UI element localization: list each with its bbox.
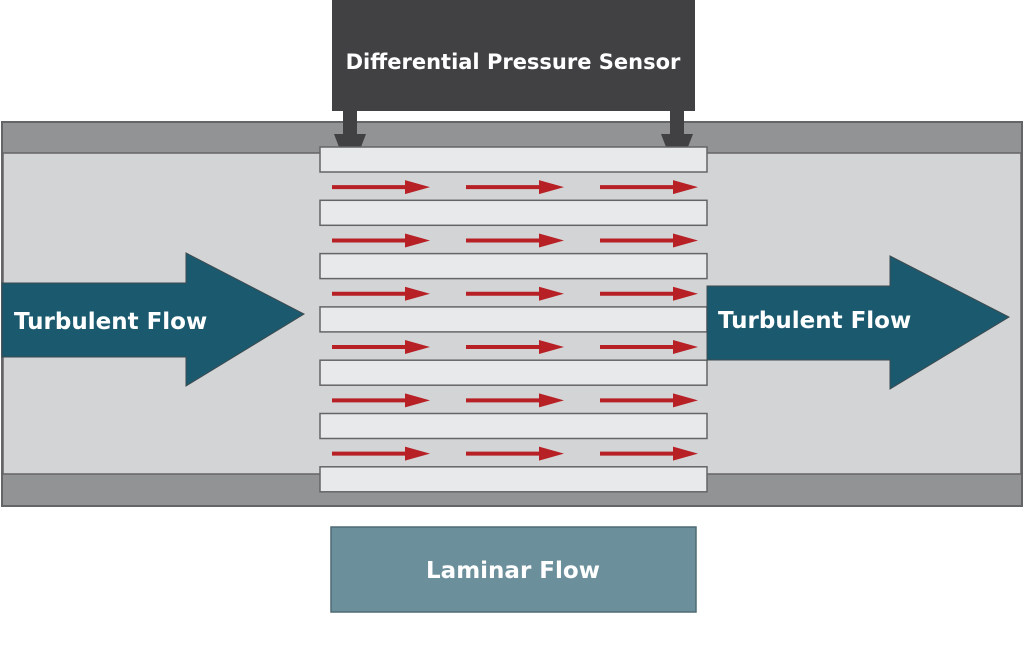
laminar-flow-arrows	[332, 180, 698, 461]
sensor-tap-right	[661, 110, 693, 147]
flow-arrow	[466, 286, 564, 301]
laminar-box-shape	[330, 526, 697, 613]
plate	[319, 359, 708, 386]
laminar-box-label: Laminar Flow	[426, 558, 600, 584]
laminar-element-plates	[319, 146, 708, 493]
plate	[319, 306, 708, 333]
flow-arrow	[600, 446, 698, 461]
flow-arrow	[332, 340, 430, 355]
plate	[319, 412, 708, 440]
inlet-turbulent-arrow: Turbulent Flow	[1, 252, 306, 387]
sensor-tap-left	[334, 110, 366, 147]
differential-pressure-sensor: Differential Pressure Sensor	[332, 0, 695, 147]
outlet-arrow-label: Turbulent Flow	[718, 308, 911, 334]
plate	[319, 466, 708, 493]
flow-arrow	[600, 233, 698, 248]
flow-arrow	[332, 233, 430, 248]
flow-arrow	[600, 180, 698, 195]
flow-arrow	[332, 286, 430, 301]
flow-arrow	[600, 393, 698, 408]
plate	[319, 252, 708, 280]
flow-arrow	[466, 180, 564, 195]
inlet-arrow-label: Turbulent Flow	[14, 309, 207, 335]
plate	[319, 146, 708, 173]
laminar-flow-box: Laminar Flow	[330, 526, 697, 613]
plate	[319, 199, 708, 227]
flow-arrow	[466, 446, 564, 461]
flow-arrow	[600, 340, 698, 355]
flow-arrow	[600, 286, 698, 301]
flow-arrow	[466, 393, 564, 408]
flow-arrow	[466, 340, 564, 355]
flow-arrow	[332, 180, 430, 195]
flow-arrow	[332, 393, 430, 408]
outlet-arrow-shape	[706, 255, 1011, 390]
outlet-turbulent-arrow: Turbulent Flow	[706, 255, 1011, 390]
sensor-body	[332, 0, 695, 111]
sensor-label: Differential Pressure Sensor	[346, 50, 681, 74]
inlet-arrow-shape	[1, 252, 306, 387]
flow-arrow	[332, 446, 430, 461]
flow-arrow	[466, 233, 564, 248]
